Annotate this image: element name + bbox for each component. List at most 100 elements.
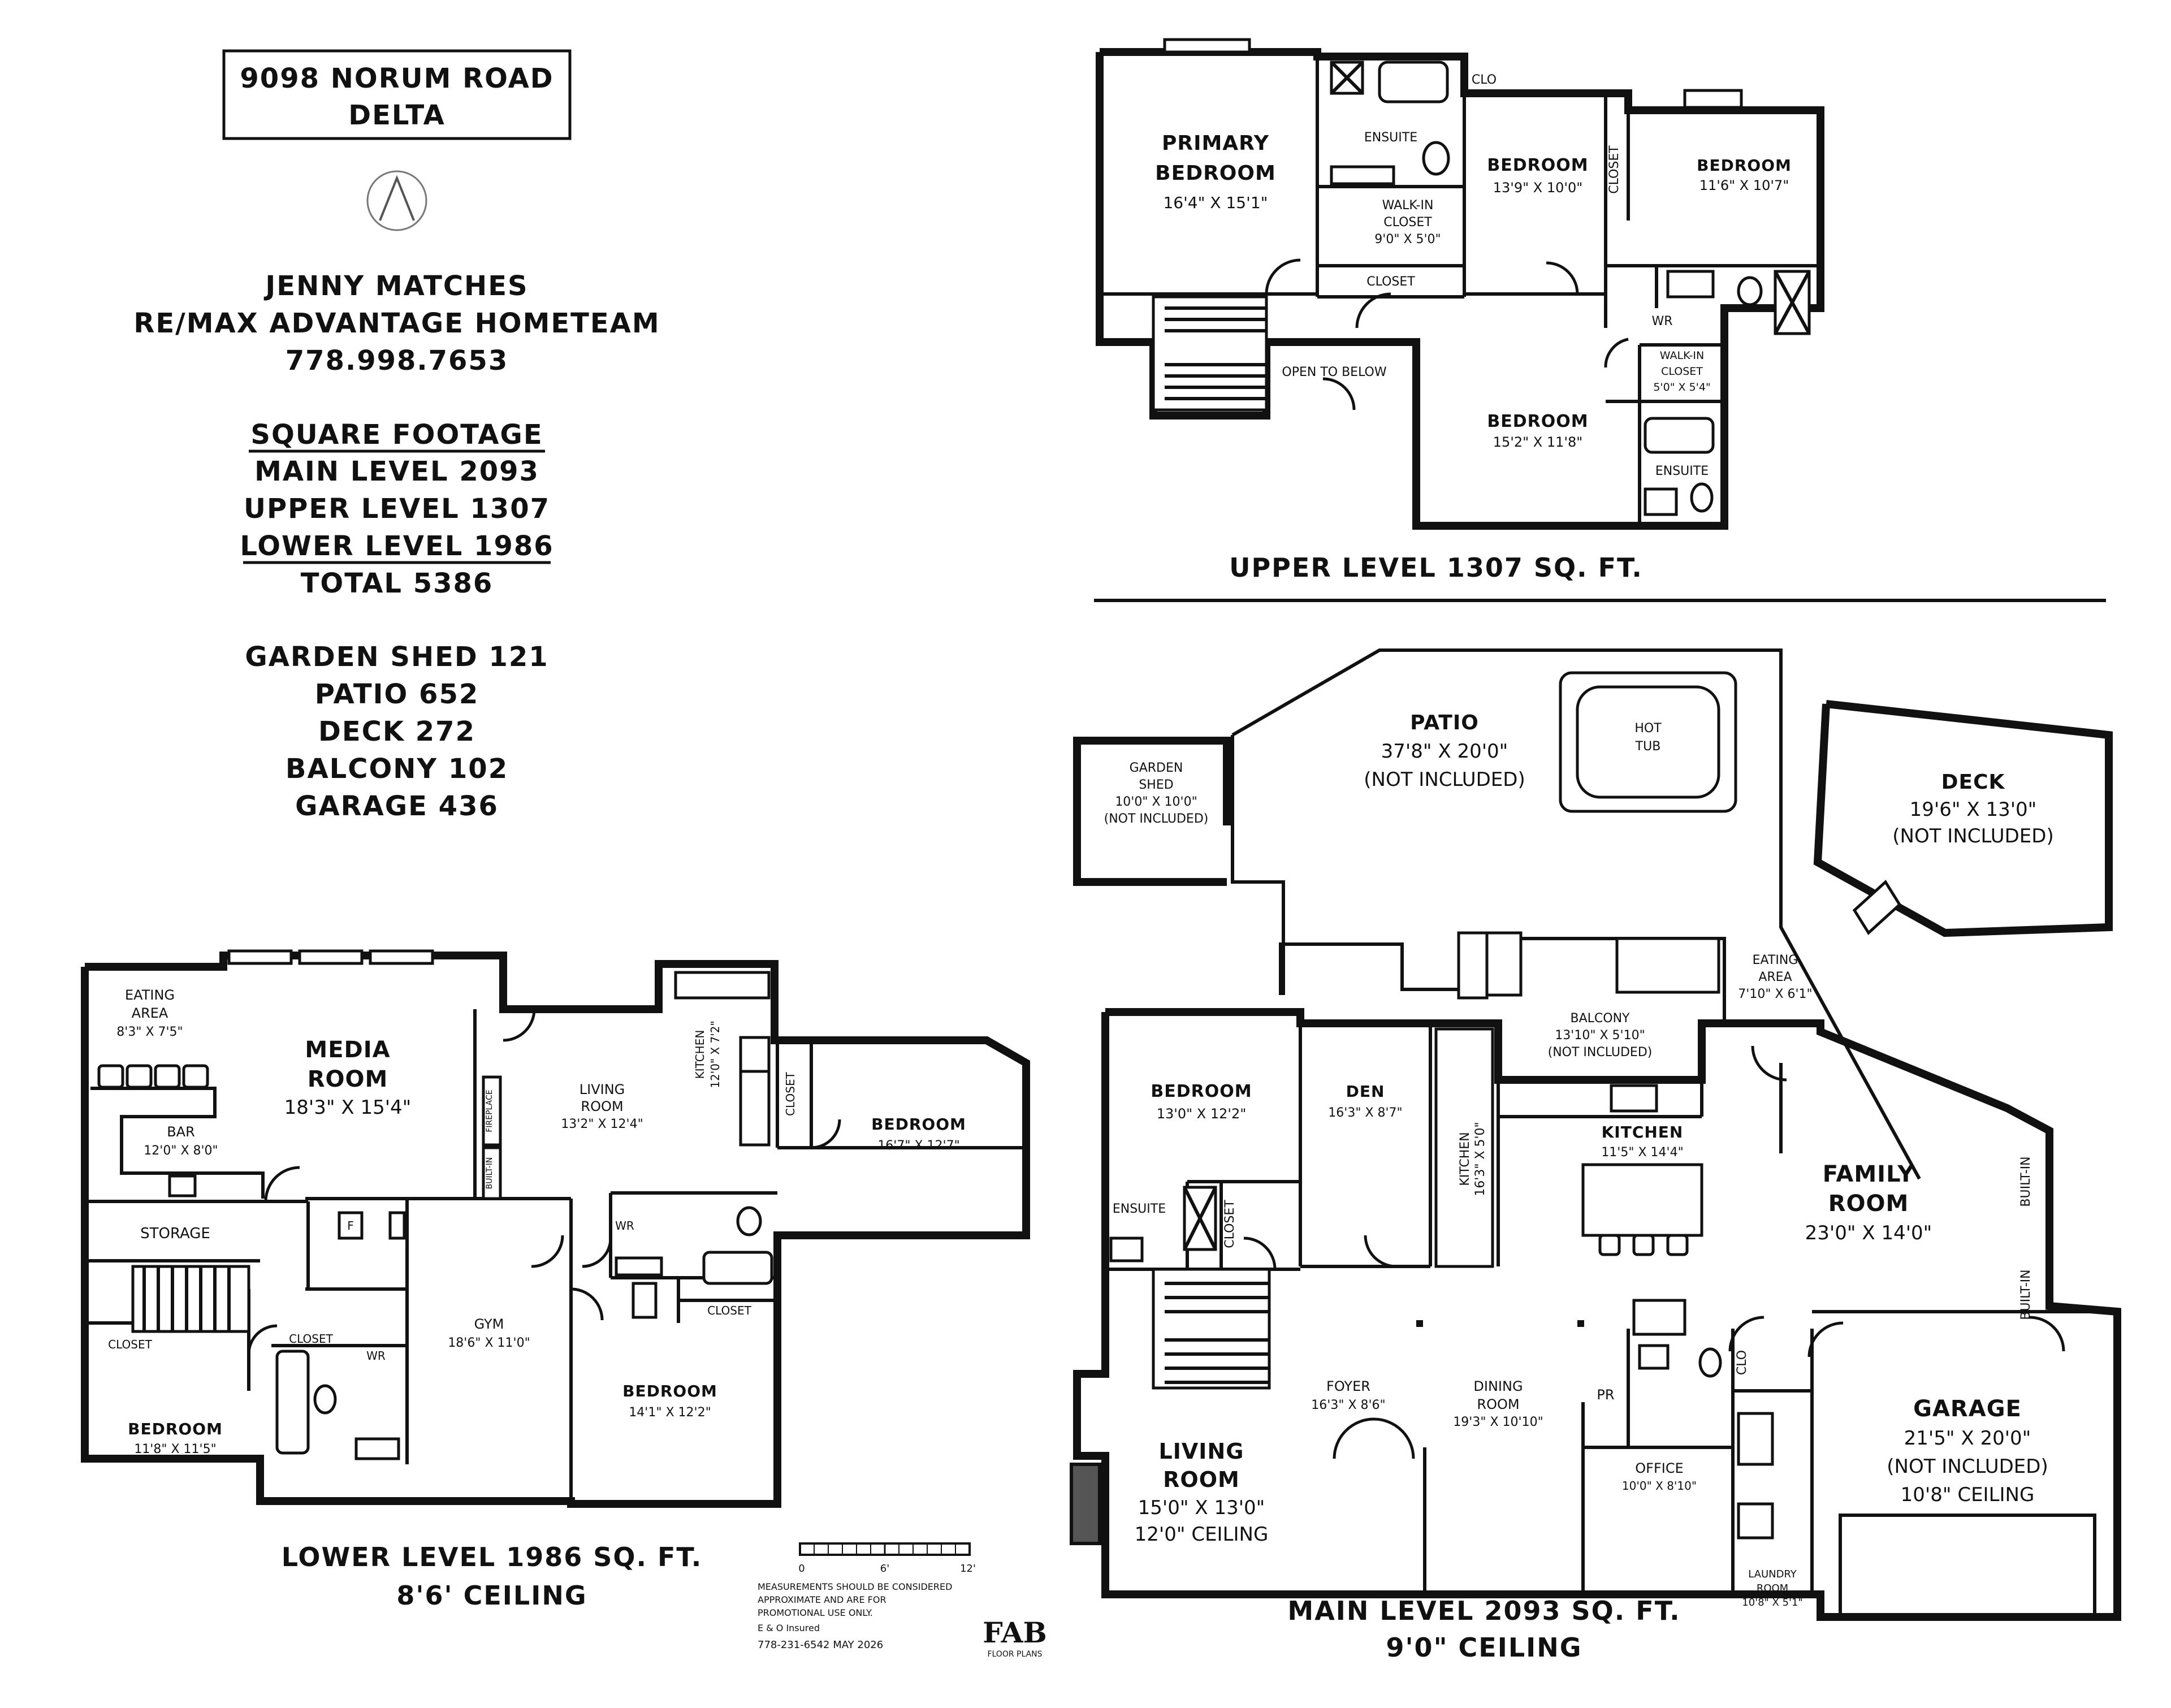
lower-closet2-label: CLOSET xyxy=(289,1332,333,1346)
main-door-6 xyxy=(1751,1045,1787,1082)
upper-level-caption: UPPER LEVEL 1307 SQ. FT. xyxy=(1229,552,1643,583)
upper-door-5 xyxy=(1604,338,1629,368)
deck-wall xyxy=(1813,700,2113,937)
laundry-label-1: LAUNDRY xyxy=(1748,1568,1797,1580)
main-front-door-left xyxy=(1333,1417,1374,1459)
pr-toilet-icon xyxy=(1698,1347,1722,1378)
sqft-garden-shed: GARDEN SHED 121 xyxy=(245,641,548,673)
garage-dim: 21'5" X 20'0" xyxy=(1904,1427,2031,1450)
upper-window-2 xyxy=(1683,89,1743,109)
bar-counter-icon xyxy=(90,1087,265,1199)
upper-outer-wall xyxy=(1096,48,1824,530)
den-dim: 16'3" X 8'7" xyxy=(1328,1106,1402,1120)
main-eating-label-1: EATING xyxy=(1753,953,1798,967)
lower-kitchen-label: KITCHEN xyxy=(693,1030,707,1079)
upper-door-2 xyxy=(1355,292,1391,328)
address-line2: DELTA xyxy=(348,100,445,131)
lower-sink2-icon xyxy=(354,1437,400,1460)
sqft-deck: DECK 272 xyxy=(318,716,475,747)
shed-label-1: GARDEN xyxy=(1130,761,1183,775)
family-label-2: ROOM xyxy=(1828,1191,1909,1217)
upper-closet2-label: CLOSET xyxy=(1607,145,1621,194)
main-fireplace-icon xyxy=(1070,1463,1101,1545)
foyer-dim: 16'3" X 8'6" xyxy=(1311,1398,1385,1412)
main-level-caption-1: MAIN LEVEL 2093 SQ. FT. xyxy=(1287,1595,1680,1626)
lower-door-1 xyxy=(264,1166,300,1202)
lower-tub-icon xyxy=(702,1251,773,1285)
agent-name: JENNY MATCHES xyxy=(263,270,528,302)
lower-door-3 xyxy=(582,1238,612,1268)
dining-dim: 19'3" X 10'10" xyxy=(1453,1415,1543,1429)
deck-note: (NOT INCLUDED) xyxy=(1892,825,2053,847)
deck-stairs-icon xyxy=(1852,880,1902,935)
lower-living-dim: 13'2" X 12'4" xyxy=(561,1117,643,1131)
garden-shed-wall xyxy=(1073,737,1231,886)
upper-walkin4-label-2: CLOSET xyxy=(1661,365,1703,378)
pr-label: PR xyxy=(1597,1387,1614,1403)
lower-bedroom2-dim: 14'1" X 12'2" xyxy=(629,1406,711,1420)
lower-window-2 xyxy=(298,949,364,965)
main-level-plan: HOT TUB PATIO 37'8" X 20'0" (NOT INCLUDE… xyxy=(1070,648,2121,1663)
lower-window-1 xyxy=(227,949,293,965)
shed-note: (NOT INCLUDED) xyxy=(1104,812,1209,826)
lower-stove-icon xyxy=(739,1036,771,1073)
main-built-in-1: BUILT-IN xyxy=(2019,1156,2033,1207)
main-eating-dim: 7'10" X 6'1" xyxy=(1738,987,1812,1001)
main-built-in-2: BUILT-IN xyxy=(2019,1269,2033,1320)
pr-vanity-icon xyxy=(1632,1299,1686,1336)
upper-level-plan: PRIMARY BEDROOM 16'4" X 15'1" ENSUITE WA… xyxy=(1094,38,2106,602)
garage-ceiling: 10'8" CEILING xyxy=(1901,1484,2035,1506)
lower-built-in-label: BUILT-IN xyxy=(485,1157,494,1190)
family-dim: 23'0" X 14'0" xyxy=(1805,1222,1932,1244)
upper-bedroom3-label: BEDROOM xyxy=(1697,156,1792,175)
lower-fireplace-icon xyxy=(482,1075,502,1147)
shed-dim: 10'0" X 10'0" xyxy=(1115,795,1197,809)
upper-toilet2-icon xyxy=(1737,276,1763,306)
scale-label-6: 6' xyxy=(880,1563,889,1575)
balcony-note: (NOT INCLUDED) xyxy=(1548,1045,1653,1060)
gym-dim: 18'6" X 11'0" xyxy=(448,1336,530,1350)
lower-bedroom3-dim: 11'8" X 11'5" xyxy=(134,1442,216,1456)
balcony-dim: 13'10" X 5'10" xyxy=(1555,1028,1645,1043)
lower-door-6 xyxy=(531,1235,564,1268)
lower-wr-label-1: WR xyxy=(366,1349,386,1363)
media-label-2: ROOM xyxy=(308,1066,388,1092)
info-panel: 9098 NORUM ROAD DELTA JENNY MATCHES RE/M… xyxy=(133,49,659,822)
gym-label: GYM xyxy=(474,1316,504,1332)
patio-note: (NOT INCLUDED) xyxy=(1364,768,1525,791)
upper-walkin4-dim: 5'0" X 5'4" xyxy=(1653,381,1710,394)
upper-ensuite-label: ENSUITE xyxy=(1364,131,1417,145)
main-eating-label-2: AREA xyxy=(1758,970,1792,984)
lower-counter-icon xyxy=(739,1070,771,1147)
kitchen-island-icon xyxy=(1581,1163,1703,1237)
disclaimer-line3: PROMOTIONAL USE ONLY. xyxy=(758,1607,873,1618)
stool-icon-1 xyxy=(1598,1234,1621,1256)
lower-closet3-label: CLOSET xyxy=(707,1304,751,1317)
upper-primary-label-1: PRIMARY xyxy=(1162,132,1269,155)
lower-washer-icon xyxy=(632,1282,658,1319)
main-door-7 xyxy=(2029,1316,2065,1352)
lower-wr-label-2: WR xyxy=(615,1219,634,1233)
upper-vanity-icon xyxy=(1330,165,1395,185)
main-living-ceiling: 12'0" CEILING xyxy=(1135,1523,1269,1546)
lower-kitchen-dim: 12'0" X 7'2" xyxy=(708,1021,722,1088)
upper-walkin-label-1: WALK-IN xyxy=(1382,198,1434,213)
lower-kitchen-sink-icon xyxy=(674,971,771,1000)
deck-dim: 19'6" X 13'0" xyxy=(1910,798,2037,821)
kitchen2-dim: 16'3" X 5'0" xyxy=(1473,1122,1487,1196)
sqft-total: TOTAL 5386 xyxy=(301,568,494,599)
dining-label-1: DINING xyxy=(1473,1378,1523,1394)
upper-bathtub-icon xyxy=(1378,60,1449,103)
hot-tub-icon xyxy=(1559,671,1737,813)
main-living-label-2: ROOM xyxy=(1163,1467,1240,1492)
dryer-icon xyxy=(1737,1502,1774,1540)
fab-logo-text: FAB xyxy=(983,1616,1047,1649)
lower-door-2 xyxy=(503,1009,536,1042)
stool-icon-3 xyxy=(1666,1234,1689,1256)
lower-built-in-icon xyxy=(482,1146,502,1200)
upper-wr-label: WR xyxy=(1651,314,1672,328)
upper-bedroom4-label: BEDROOM xyxy=(1487,412,1588,431)
water-heater-icon xyxy=(388,1211,406,1240)
lower-level-caption-1: LOWER LEVEL 1986 SQ. FT. xyxy=(282,1542,703,1572)
